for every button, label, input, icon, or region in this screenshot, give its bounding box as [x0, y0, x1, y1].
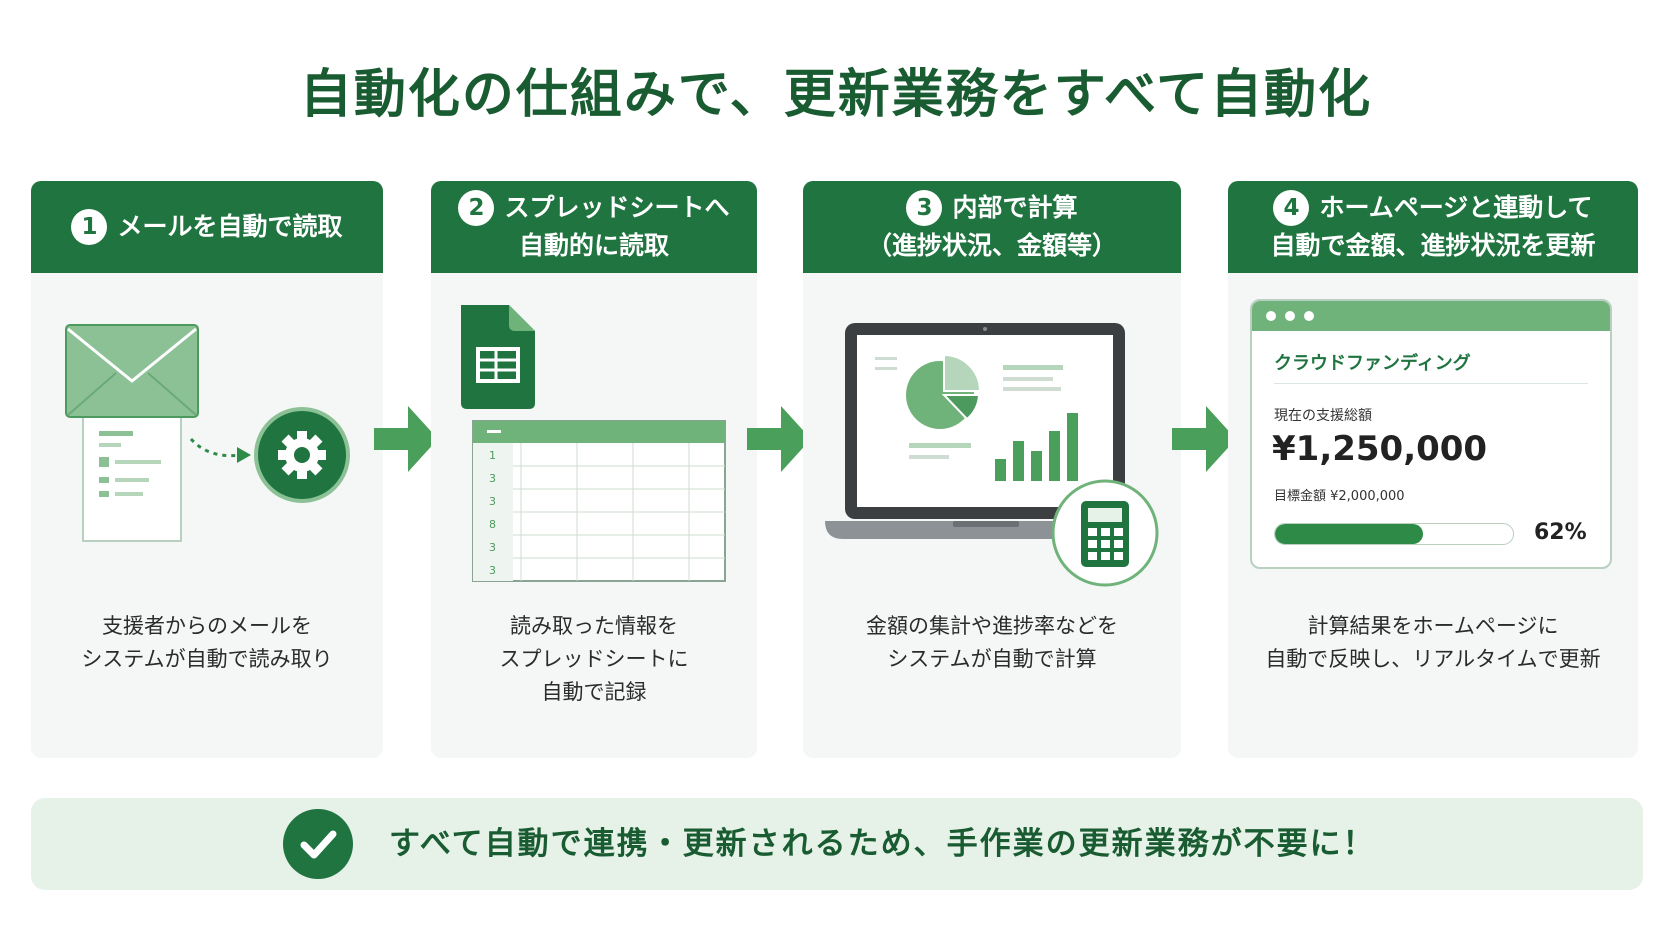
widget-target: 目標金額 ¥2,000,000: [1274, 489, 1405, 504]
row-number: 3: [489, 541, 496, 554]
step-desc-4: 計算結果をホームページに 自動で反映し、リアルタイムで更新: [1265, 614, 1601, 671]
step-card-1: 1 メールを自動で読取: [31, 181, 383, 758]
browser-titlebar: [1252, 301, 1610, 331]
step-number-1: 1: [71, 209, 108, 245]
step-header-3: 3 内部で計算 （進捗状況、金額等）: [803, 181, 1181, 273]
row-number: 3: [489, 564, 496, 577]
row-number: 1: [489, 449, 496, 462]
envelope-to-gear-icon: [65, 324, 350, 542]
spreadsheet-icon: 1 3 3 8 3 3: [461, 305, 726, 582]
widget-amount: ¥1,250,000: [1272, 429, 1488, 469]
banner-text: すべて自動で連携・更新されるため、手作業の更新業務が不要に！: [389, 826, 1376, 862]
step-title-4: ホームページと連動して: [1319, 193, 1593, 222]
progress-fill: [1275, 524, 1423, 544]
arrow-right-icon: [747, 406, 811, 472]
browser-widget: クラウドファンディング 現在の支援総額 ¥1,250,000 目標金額 ¥2,0…: [1250, 299, 1612, 569]
progress-bar: [1274, 523, 1514, 545]
step-desc-3: 金額の集計や進捗率などを システムが自動で計算: [866, 614, 1118, 671]
check-circle-icon: [283, 809, 353, 879]
step-number-4: 4: [1273, 190, 1310, 226]
step-card-4: 4 ホームページと連動して 自動で金額、進捗状況を更新 クラウドファンディング …: [1228, 181, 1638, 758]
widget-title: クラウドファンディング: [1274, 353, 1471, 374]
step-desc-2: 読み取った情報を スプレッドシートに 自動で記録: [499, 614, 689, 704]
step-desc-1: 支援者からのメールを システムが自動で読み取り: [81, 614, 333, 671]
window-dot-icon: [1285, 311, 1295, 321]
window-dot-icon: [1266, 311, 1276, 321]
step-card-3: 3 内部で計算 （進捗状況、金額等）: [803, 181, 1181, 758]
arrow-right-icon: [1172, 406, 1236, 472]
step-title-1: メールを自動で読取: [117, 212, 343, 241]
step-header-2: 2 スプレッドシートへ 自動的に読取: [431, 181, 757, 273]
step-number-2: 2: [458, 190, 495, 226]
laptop-calculator-icon: [825, 323, 1159, 587]
page-title: 自動化の仕組みで、更新業務をすべて自動化: [299, 65, 1373, 125]
window-dot-icon: [1304, 311, 1314, 321]
arrow-right-icon: [374, 406, 438, 472]
row-number: 8: [489, 518, 496, 531]
row-number: 3: [489, 472, 496, 485]
step-title-4b: 自動で金額、進捗状況を更新: [1270, 231, 1596, 260]
step-header-4: 4 ホームページと連動して 自動で金額、進捗状況を更新: [1228, 181, 1638, 273]
step-card-2: 2 スプレッドシートへ 自動的に読取: [431, 181, 757, 758]
divider: [1274, 383, 1588, 384]
row-number: 3: [489, 495, 496, 508]
step-number-3: 3: [906, 190, 943, 226]
step-title-2b: 自動的に読取: [518, 231, 669, 260]
step-title-3: 内部で計算: [952, 193, 1078, 222]
progress-percent: 62%: [1534, 520, 1587, 545]
step-title-2: スプレッドシートへ: [504, 193, 730, 222]
step-header-1: 1 メールを自動で読取: [31, 181, 383, 273]
step-title-3b: （進捗状況、金額等）: [866, 231, 1117, 260]
summary-banner: すべて自動で連携・更新されるため、手作業の更新業務が不要に！: [31, 798, 1643, 890]
widget-label: 現在の支援総額: [1274, 408, 1372, 424]
